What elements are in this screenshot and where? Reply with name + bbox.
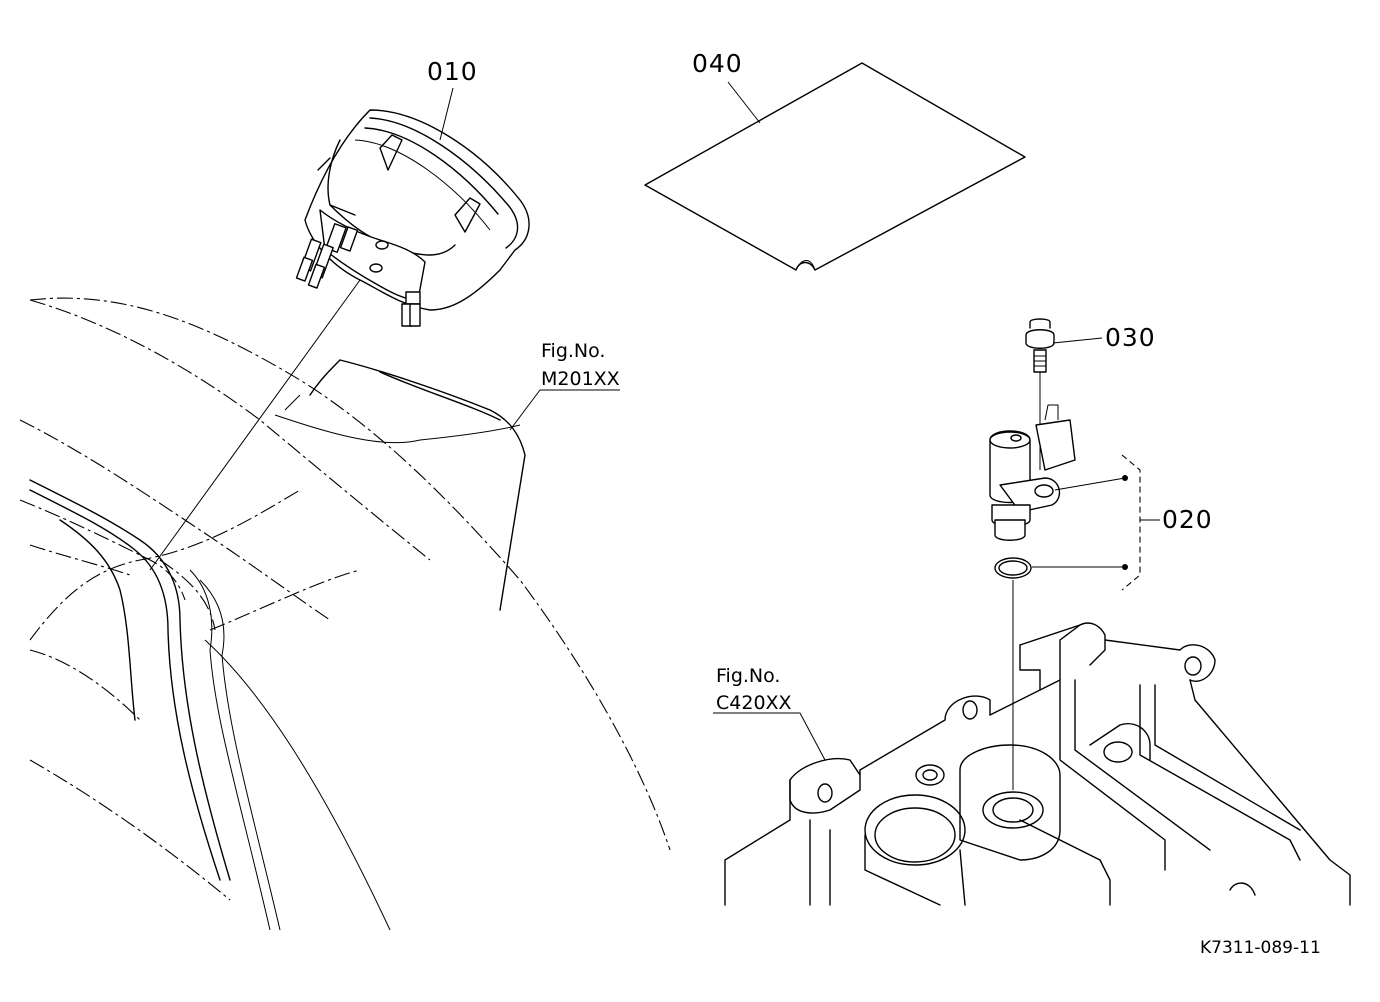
meter-stud <box>401 291 421 327</box>
meter-install-line <box>149 279 361 571</box>
drawing-code: K7311-089-11 <box>1200 938 1321 958</box>
meter-terminals <box>295 223 359 289</box>
leader-010 <box>439 87 454 141</box>
figref-m201-line2: M201XX <box>541 368 620 390</box>
callout-030: 030 <box>1105 323 1156 352</box>
callout-020: 020 <box>1162 505 1213 534</box>
figref-c420-leader <box>713 712 826 761</box>
leader-030 <box>1052 337 1103 344</box>
figref-m201-line1: Fig.No. <box>541 340 605 362</box>
part-010-meter <box>149 109 530 571</box>
callout-020-bracket <box>1032 454 1160 591</box>
callout-040: 040 <box>692 49 743 78</box>
panel-trim-lines <box>29 479 391 931</box>
part-040-sheet <box>644 62 1026 271</box>
part-020-sensor <box>989 404 1076 790</box>
figref-m201-leader <box>509 389 620 431</box>
figref-c420-line2: C420XX <box>716 692 792 714</box>
meter-pod-housing <box>274 359 526 611</box>
gearbox-housing <box>724 622 1351 906</box>
part-030-bolt <box>1025 318 1055 470</box>
figref-c420-line1: Fig.No. <box>716 665 780 687</box>
leader-040 <box>727 81 761 124</box>
panel-outline-phantom <box>19 297 671 901</box>
callout-010: 010 <box>427 57 478 86</box>
